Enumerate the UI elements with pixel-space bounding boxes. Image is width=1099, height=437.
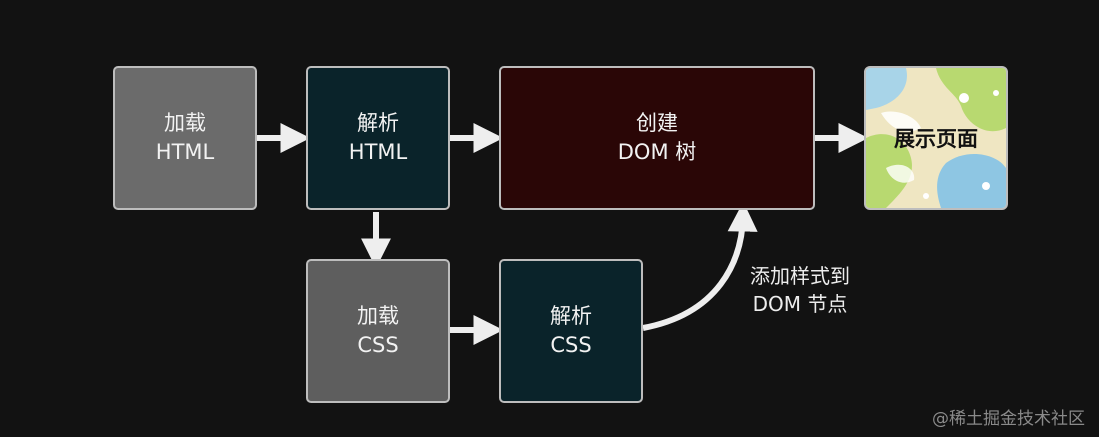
parse-html-label-line1: 解析: [357, 111, 399, 135]
load-html-node: 加载 HTML: [113, 66, 257, 210]
arrow-parse-css-to-create-dom: [642, 201, 758, 331]
create-dom-label-line1: 创建: [636, 111, 678, 135]
parse-html-node: 解析 HTML: [306, 66, 450, 210]
watermark: @稀土掘金技术社区: [932, 409, 1085, 429]
edge-label-line1: 添加样式到: [750, 264, 850, 288]
load-html-label-line2: HTML: [155, 140, 215, 164]
display-page-node: 展示页面: [864, 66, 1008, 210]
display-page-label: 展示页面: [894, 127, 978, 151]
parse-css-label-line1: 解析: [550, 304, 592, 328]
parse-css-node: 解析 CSS: [499, 259, 643, 403]
parse-css-label-line2: CSS: [550, 333, 592, 357]
load-css-node: 加载 CSS: [306, 259, 450, 403]
edge-label-line2: DOM 节点: [752, 292, 848, 316]
create-dom-node: 创建 DOM 树: [499, 66, 815, 210]
load-css-label-line1: 加载: [357, 304, 399, 328]
display-page-illustration: [866, 68, 1006, 208]
create-dom-label-line2: DOM 树: [617, 140, 697, 164]
style-to-dom-edge-label: 添加样式到 DOM 节点: [734, 262, 866, 318]
parse-html-label-line2: HTML: [348, 140, 408, 164]
load-html-label-line1: 加载: [164, 111, 206, 135]
load-css-label-line2: CSS: [357, 333, 399, 357]
